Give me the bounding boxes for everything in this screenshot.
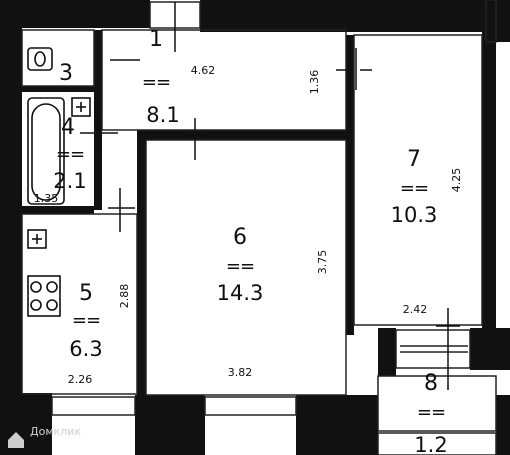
room-5-eq: == [72,310,100,331]
bathtub-icon [27,97,65,205]
room-3-number: 3 [59,61,73,86]
stove-icon [27,275,61,317]
dim-1-36: 1.36 [308,70,321,95]
room-1-eq: == [142,72,170,93]
room-7-number: 7 [407,147,421,172]
toilet-icon [27,47,53,71]
dim-3-75: 3.75 [316,250,329,275]
sink-icon [27,97,91,249]
dim-4-62: 4.62 [191,64,216,77]
dim-3-82: 3.82 [228,366,253,379]
door-ticks [80,2,460,390]
room-7-area: 10.3 [391,203,438,227]
room-6-eq: == [226,256,254,277]
dim-4-25: 4.25 [450,168,463,193]
room-5-number: 5 [79,281,93,306]
room-7-eq: == [400,178,428,199]
room-8-number: 8 [424,371,438,396]
dim-2-26: 2.26 [68,373,93,386]
room-8-eq: == [417,402,445,423]
house-icon [8,432,24,448]
room-5-area: 6.3 [69,337,102,361]
room-1-area: 8.1 [146,103,179,127]
room-6-number: 6 [233,225,247,250]
room-4-number: 4 [61,115,75,140]
room-8-area: 1.2 [414,433,447,455]
dim-2-42: 2.42 [403,303,428,316]
dim-2-88: 2.88 [118,284,131,309]
room-4-eq: == [56,144,84,165]
room-6-area: 14.3 [217,281,264,305]
room-1-number: 1 [149,27,163,52]
watermark: Домклик [8,425,81,448]
inner-lines [21,0,497,455]
room-4-area: 2.1 [53,169,86,193]
watermark-text: Домклик [30,425,81,438]
dim-1-35: 1.35 [34,192,59,205]
